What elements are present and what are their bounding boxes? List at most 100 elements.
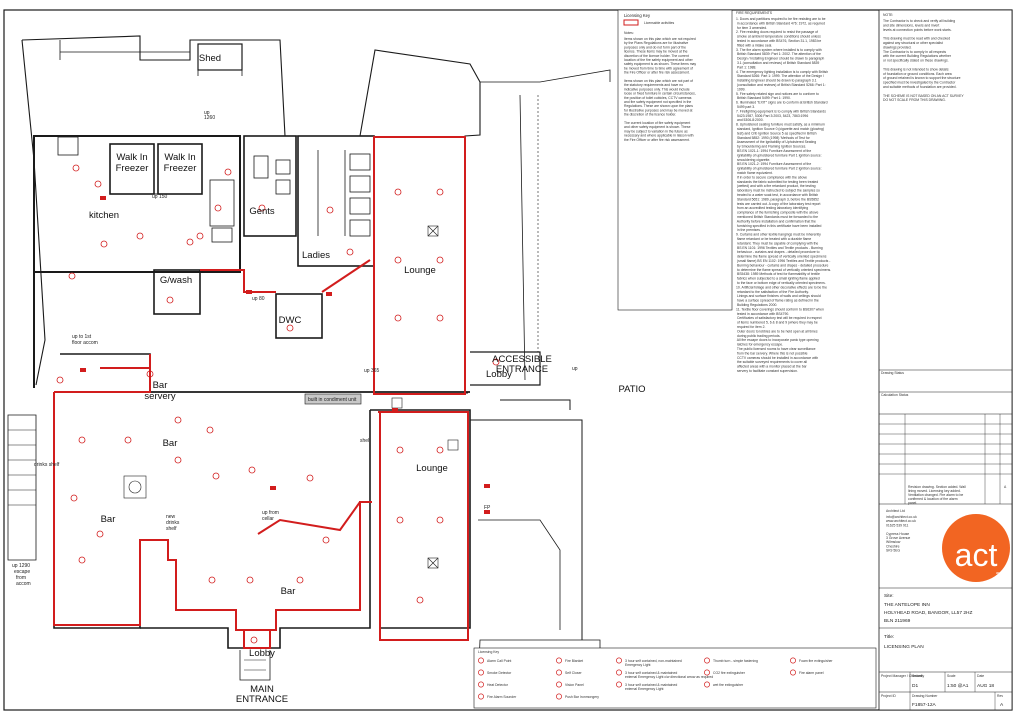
note-drinks-shelf: drinks shelf	[34, 462, 60, 468]
title-label: Title:	[884, 634, 894, 640]
row1-label-4: Date	[977, 674, 984, 678]
text-line: of foundation or ground conditions. Each…	[883, 72, 952, 76]
legend-symbol-icon	[478, 681, 484, 688]
text-line: 5499 part 3.	[736, 105, 755, 109]
row1-value-date: AUG 18	[977, 683, 994, 689]
site-line-2: HOLYHEAD ROAD, BANGOR, LL57 2HZ	[884, 610, 972, 616]
drawing-rev: A	[1000, 702, 1004, 708]
text-line: the Fire Officer or after fire risk asse…	[624, 71, 690, 75]
text-line: Installing Engineer should be drawn to p…	[736, 79, 817, 83]
key-licensable-label: Licensable activities	[644, 21, 674, 25]
text-line: Authority before installation and confir…	[736, 219, 816, 223]
text-line: Revision drawing. Section added. Wall	[908, 485, 966, 489]
row2-label-2: Drawing Number	[912, 694, 938, 698]
note-built-in-unit: built in condiment unit	[308, 397, 357, 403]
legend-item-label: Push Bar Ironmongery	[565, 695, 599, 699]
calculation-status-label: Calculation Status	[881, 393, 909, 397]
text-line: retardant to the satisfaction of the Fir…	[736, 290, 809, 294]
text-line: lining moved. Licensing key added.	[908, 489, 961, 493]
site-line-1: THE ANTELOPE INN	[884, 602, 930, 608]
legend-symbol-icon	[790, 657, 796, 664]
text-line: Part 1: 1988.	[736, 65, 756, 69]
text-line: to the face or bottom edge of vertically…	[736, 281, 826, 285]
text-line: fitted with a intake seal.	[736, 43, 772, 47]
text-line: 5. Fire safety related sign and notices …	[736, 92, 819, 96]
legend-item-label: Foam fire extinguisher	[799, 659, 833, 663]
legend-title: Licensing Key	[478, 650, 499, 654]
text-line: BS5438: 1989 Methods of test for flammab…	[736, 272, 820, 276]
legend-symbol-icon	[478, 693, 484, 700]
note-up-365: up 365	[364, 368, 380, 374]
legend-symbol-icon	[556, 681, 562, 688]
room-bar-main: Bar	[163, 438, 178, 449]
legend-symbol-icon	[790, 669, 796, 676]
text-line: This drawing must be read with and check…	[883, 37, 950, 41]
legend-item-label: Smoke Detector	[487, 671, 512, 675]
text-line: determine the flame spread of vertically…	[736, 255, 827, 259]
text-line: for item 3 amended.	[736, 26, 767, 30]
text-line: indicative purposes only. This would inc…	[624, 87, 690, 91]
text-line: retardant. They must be capable of compl…	[736, 241, 818, 245]
text-line: mentioned British Standards must be forw…	[736, 215, 818, 219]
text-line: the statutory requirements and have no	[624, 83, 683, 87]
text-line: BS EN 1021-2: 1994 Furniture Assessment …	[736, 162, 811, 166]
text-line: SK9 5EG	[886, 549, 900, 553]
note-up-small: up	[572, 366, 578, 372]
text-line: specified must be investigated by the Co…	[883, 81, 956, 85]
text-line: confirmed & location of fire alarm	[908, 497, 958, 501]
licensable-area-outline	[53, 259, 469, 649]
text-line: British Standard 5839: Part 1: 2002. The…	[736, 52, 821, 56]
legend-item-label: Fire alarm panel	[799, 671, 824, 675]
text-line: loose or fixed furniture in certain circ…	[624, 92, 696, 96]
legend-symbol-icon	[616, 669, 622, 676]
text-line: CCTV cameras should be installed in acco…	[736, 356, 818, 360]
text-line: 9. Curtains and other textile hangings m…	[736, 233, 821, 237]
text-line: servery to facilitate constant supervisi…	[736, 369, 798, 373]
room-ladies: Ladies	[302, 250, 330, 261]
text-line: This drawing is not intended to show det…	[883, 67, 949, 71]
fire-notes-body: 1. Doors and partitions required to be f…	[736, 17, 831, 373]
room-lounge-lower: Lounge	[416, 463, 448, 474]
room-gents: Gents	[249, 206, 275, 217]
text-line: necessary and where applicable in liaiso…	[624, 134, 694, 138]
fire-point-marks	[80, 196, 490, 514]
text-line: location of the fire safety equipment an…	[624, 58, 694, 62]
text-line: treated to a water soak test, in accorda…	[736, 193, 818, 197]
text-line: and 5306-8:2000.	[736, 118, 764, 122]
text-line: and site dimensions, levels and invert	[883, 23, 939, 27]
text-line: smouldering cigarette.	[736, 158, 770, 162]
site-label: Site:	[884, 593, 894, 599]
room-patio: PATIO	[618, 384, 645, 395]
text-line: British Standard 5499: Part 1: 1990.	[736, 96, 791, 100]
legend-symbol-icon	[478, 669, 484, 676]
text-line: affected areas with a monitor placed at …	[736, 365, 807, 369]
room-dwc: DWC	[279, 315, 302, 326]
text-line	[883, 89, 884, 93]
text-line: standard, Ignition Source 0 (cigarette a…	[736, 127, 824, 131]
room-lobby-main: Lobby	[249, 648, 275, 659]
brand-logo-circle	[942, 514, 1010, 582]
note-shelf: shelf	[360, 438, 371, 444]
row2-label-1: Project ID	[881, 694, 896, 698]
drawing-number: F1857-12A	[912, 702, 937, 708]
text-line: from the bar servery. Where this is not …	[736, 351, 808, 355]
text-line: 6. Illuminated "EXIT" signs are to confo…	[736, 101, 828, 105]
key-notes: Items shown on this plan which are not r…	[624, 37, 696, 142]
legend-symbol-icon	[616, 681, 622, 688]
room-lobby-right: Lobby	[486, 369, 512, 380]
text-line: 01625 539 911	[886, 523, 908, 527]
text-line: ignitability of upholstered furniture Pa…	[736, 153, 822, 157]
legend-item-label: Alarm Call Point	[487, 659, 511, 663]
text-line: Standard 5266: Part 1: 1999. The attenti…	[736, 74, 824, 78]
site-line-3: BLN 211969	[884, 618, 911, 624]
